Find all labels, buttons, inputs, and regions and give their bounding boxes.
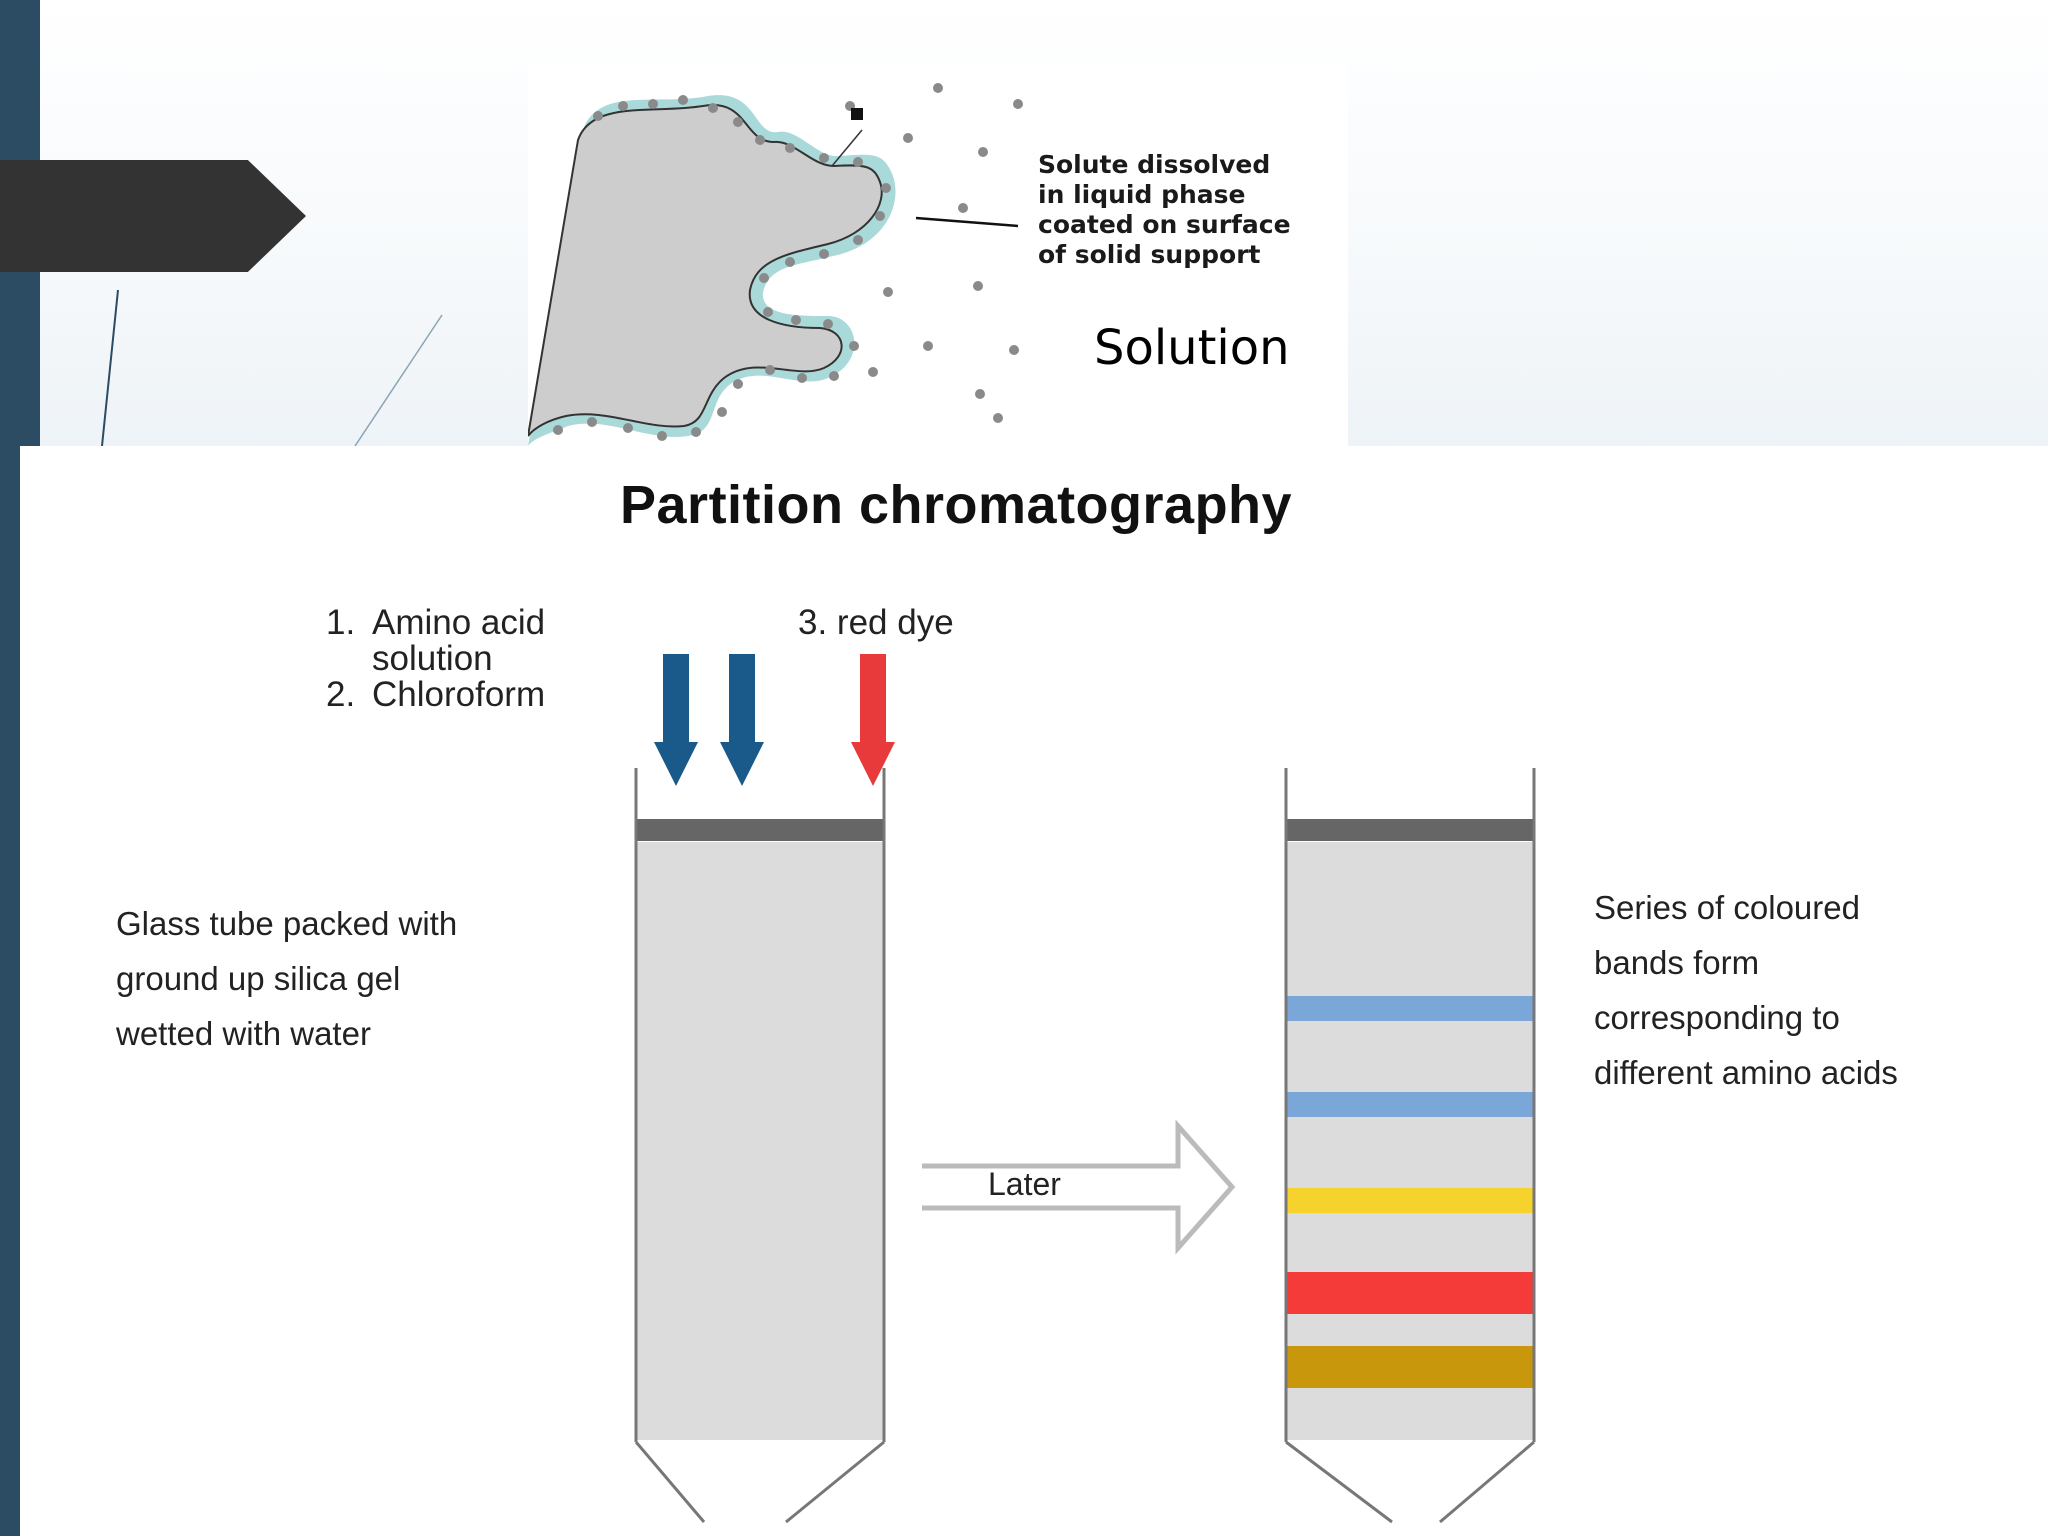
- coating-annotation: Solute dissolved in liquid phase coated …: [1038, 150, 1291, 270]
- title-pentagon-shape: [0, 160, 306, 272]
- input-1-number: 1.: [326, 603, 356, 642]
- diagram-title: Partition chromatography: [620, 475, 1293, 535]
- left-description-line: Glass tube packed with: [116, 905, 458, 942]
- right-description-line: bands form: [1594, 944, 1760, 981]
- annotation-line: Solute dissolved: [1038, 150, 1271, 179]
- right-description-line: corresponding to: [1594, 999, 1840, 1036]
- annotation-line: coated on surface: [1038, 210, 1291, 239]
- left-tube-description: Glass tube packed with ground up silica …: [116, 896, 457, 1061]
- left-description-line: wetted with water: [116, 1015, 371, 1052]
- blue-arrow-1: [654, 654, 698, 786]
- annotation-line: of solid support: [1038, 240, 1261, 269]
- annotation-line: in liquid phase: [1038, 180, 1246, 209]
- diagram-graphics: [634, 654, 1536, 1524]
- right-description-line: Series of coloured: [1594, 889, 1860, 926]
- right-tube-description: Series of coloured bands form correspond…: [1594, 880, 1898, 1100]
- input-2-label: Chloroform: [372, 675, 546, 714]
- left-column-cap: [636, 819, 884, 841]
- band-blue-lower: [1286, 1092, 1534, 1117]
- red-arrow: [851, 654, 895, 786]
- partition-chromatography-diagram: Partition chromatography 1. Amino acid s…: [20, 446, 2048, 1536]
- left-description-line: ground up silica gel: [116, 960, 401, 997]
- right-column-cap: [1286, 819, 1534, 841]
- band-yellow: [1286, 1188, 1534, 1213]
- right-description-line: different amino acids: [1594, 1054, 1898, 1091]
- band-blue-upper: [1286, 996, 1534, 1021]
- pointer-line-annotation: [915, 216, 1019, 228]
- right-column-tube: [1284, 768, 1536, 1524]
- marker-square: [851, 108, 863, 120]
- solid-support: [528, 104, 883, 437]
- solute-dots-in-coating: [553, 95, 891, 441]
- input-1-label: Amino acid: [372, 603, 546, 642]
- solid-support-illustration: [528, 83, 1023, 446]
- solution-label: Solution: [1094, 320, 1290, 376]
- solute-dots-in-solution: [845, 83, 1023, 423]
- later-label: Later: [988, 1166, 1061, 1202]
- left-column-tube: [634, 768, 886, 1524]
- band-red: [1286, 1272, 1534, 1314]
- input-3-label: 3. red dye: [798, 603, 954, 642]
- input-1-label-line2: solution: [372, 639, 493, 678]
- band-gold: [1286, 1346, 1534, 1388]
- decorative-lines: [101, 289, 443, 446]
- pointer-line-small: [831, 129, 863, 167]
- later-hollow-arrow: [922, 1119, 1236, 1255]
- stationary-phase-figure: Solute dissolved in liquid phase coated …: [528, 66, 1348, 446]
- input-2-number: 2.: [326, 675, 356, 714]
- blue-arrow-2: [720, 654, 764, 786]
